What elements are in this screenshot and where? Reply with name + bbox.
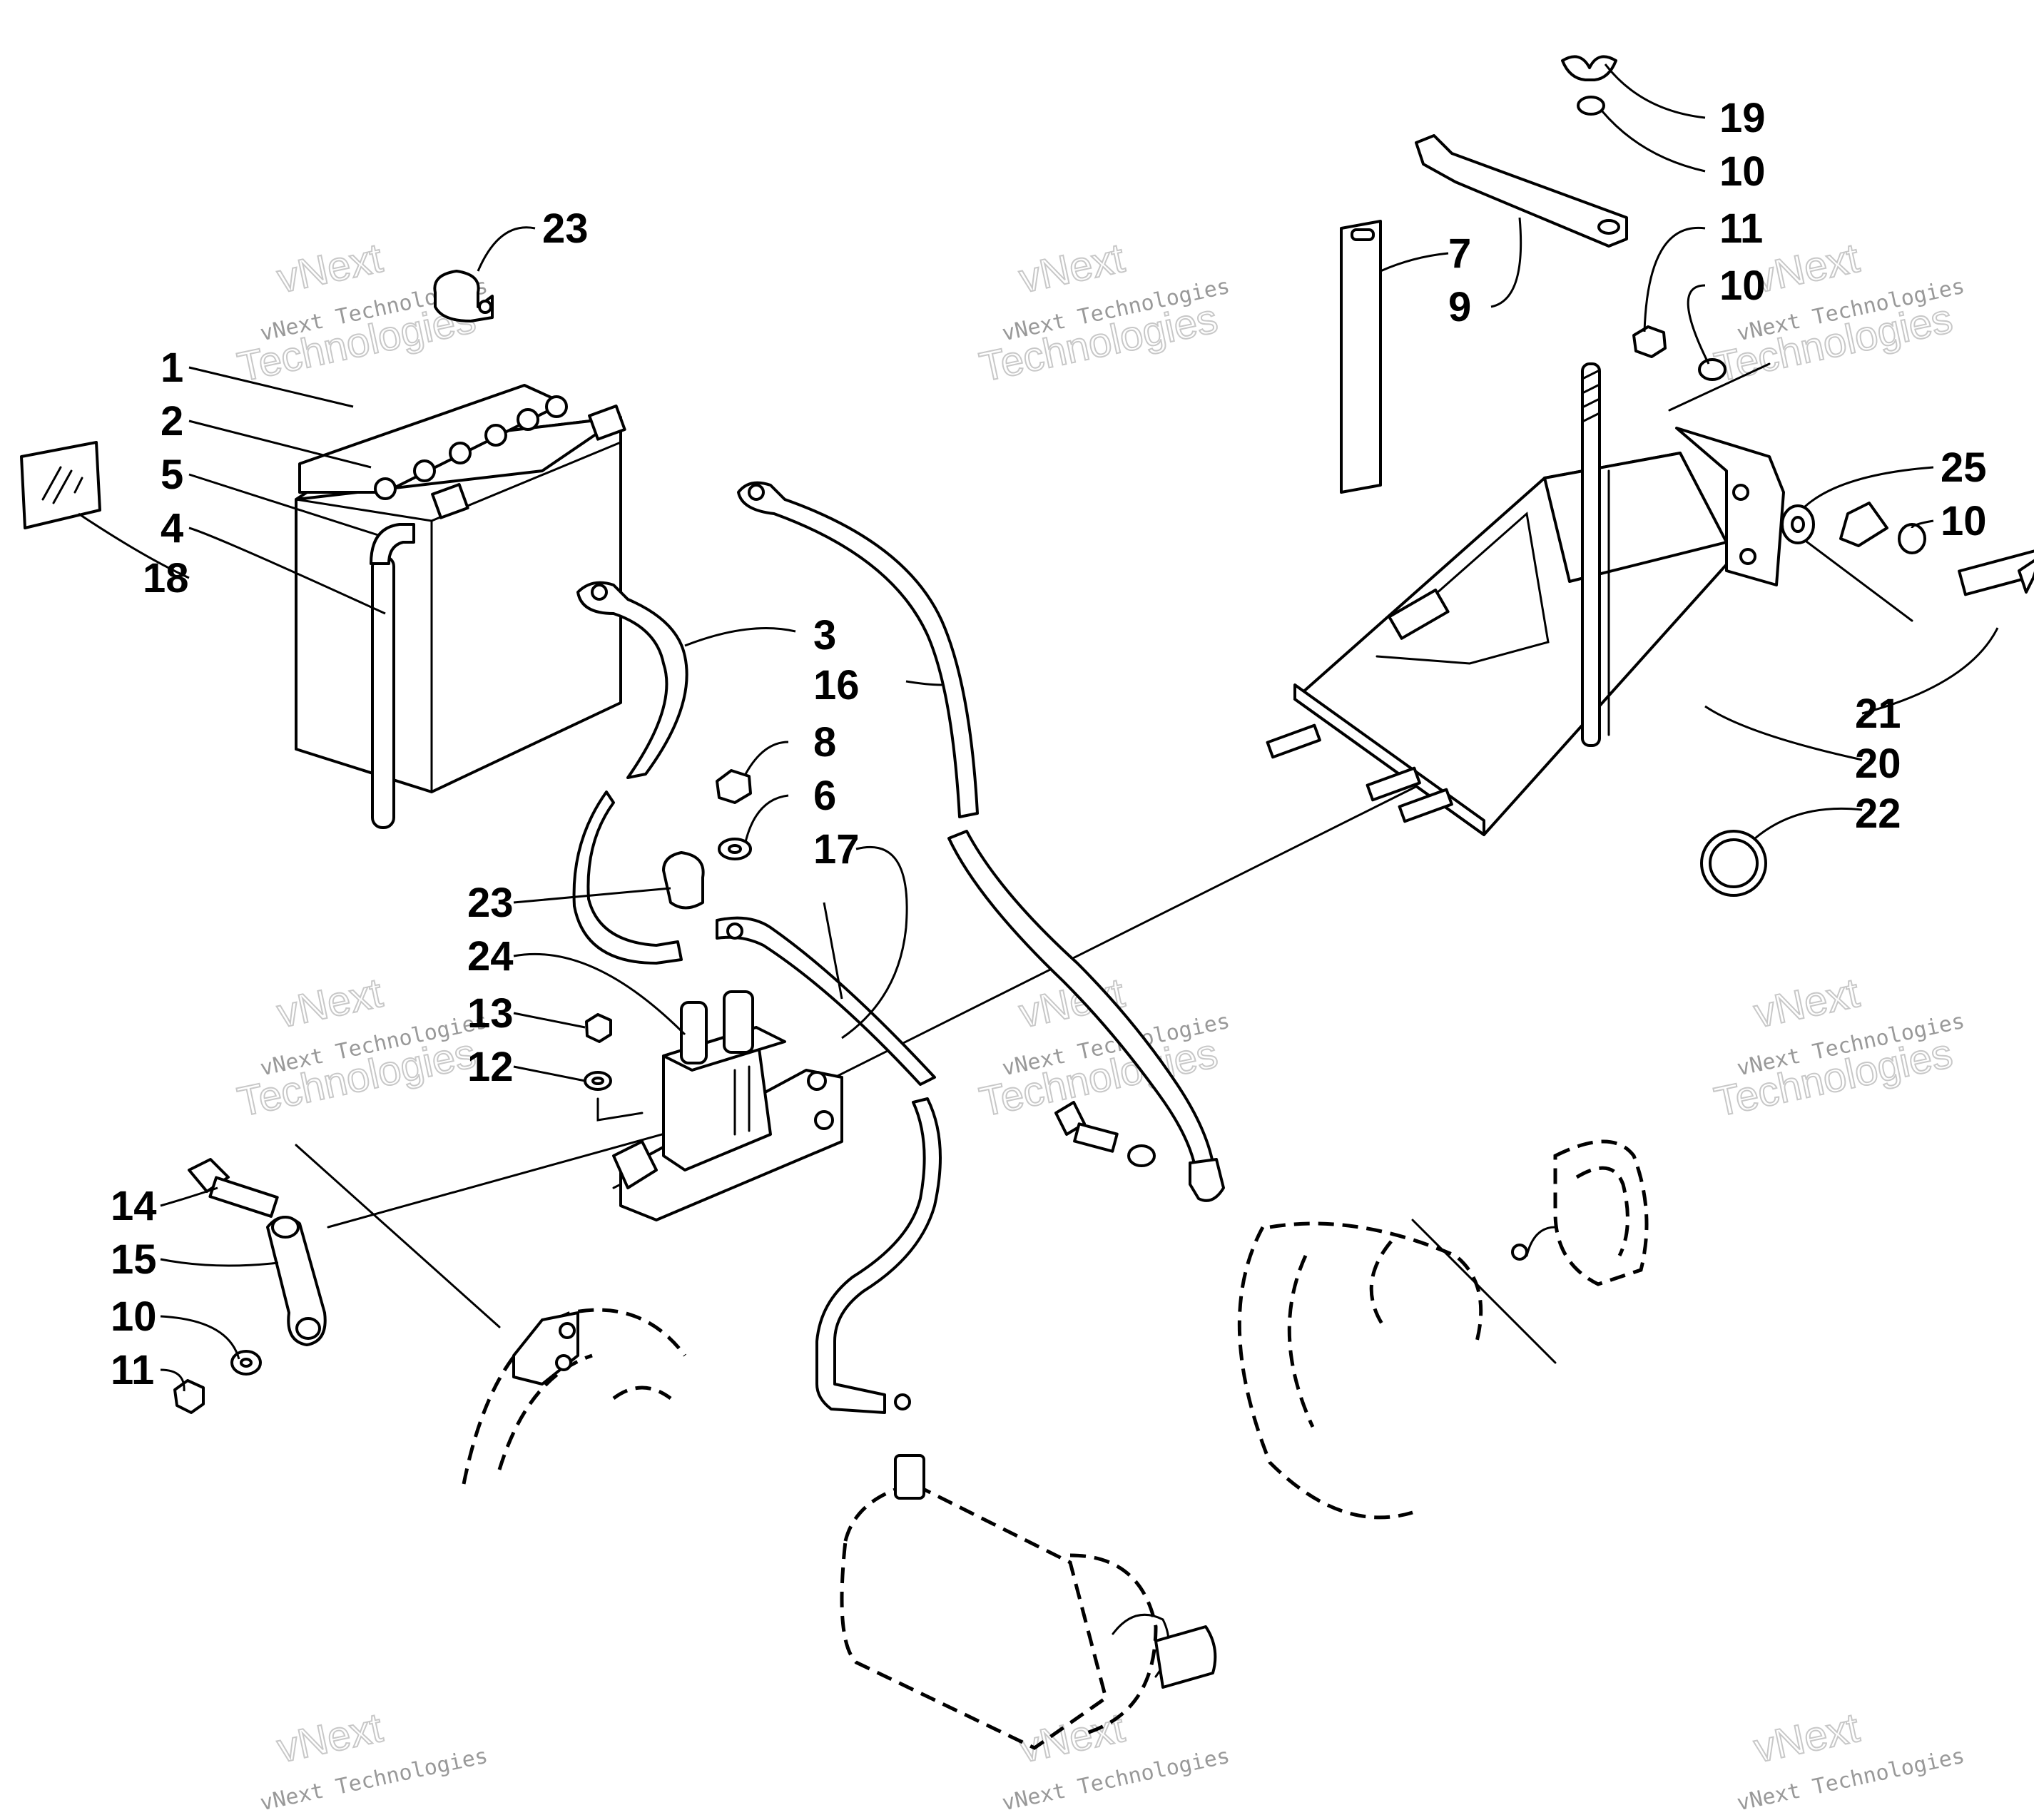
starter-solenoid [612, 990, 843, 1221]
solenoid-starter-cable [716, 916, 942, 1414]
leader-lines [78, 63, 1999, 1392]
vent-tube [370, 523, 415, 829]
callout-13: 13 [467, 990, 514, 1037]
bolt-14 [188, 1158, 279, 1218]
starter-mount-bolt [1054, 1101, 1156, 1167]
svg-text:vNext: vNext [1750, 1704, 1863, 1771]
callout-23-top: 23 [542, 205, 589, 252]
callout-11-right: 11 [1719, 205, 1763, 252]
callout-19: 19 [1719, 95, 1766, 141]
starter-cable [737, 481, 1225, 1202]
callout-21: 21 [1855, 691, 1901, 737]
callout-10-left: 10 [111, 1293, 157, 1340]
callout-10-far-right: 10 [1941, 498, 1987, 544]
svg-text:vNext: vNext [1015, 1704, 1129, 1771]
strap-7 [1340, 220, 1382, 494]
washer-10-top [1577, 96, 1605, 116]
callout-9: 9 [1448, 284, 1471, 330]
callout-labels: 23 1 2 5 4 18 3 16 8 6 17 23 24 13 12 14… [111, 95, 1987, 1393]
watermark: vNext vNext Technologies Technologies [233, 969, 490, 1127]
svg-text:vNext: vNext [273, 970, 387, 1037]
callout-24: 24 [467, 933, 514, 980]
callout-16: 16 [813, 662, 860, 708]
caution-decal [20, 441, 101, 529]
terminal-cap-bottom [662, 851, 705, 910]
nut-and-washer-8-6 [716, 769, 752, 860]
svg-text:vNext: vNext [1015, 235, 1129, 302]
watermark: vNext vNext Technologies [1734, 1704, 1966, 1816]
bolt-21 [1958, 547, 2034, 596]
callout-25: 25 [1941, 444, 1987, 491]
watermark: vNext vNext Technologies Technologies [975, 969, 1232, 1127]
callout-4: 4 [161, 505, 183, 551]
battery [295, 384, 626, 793]
battery-box [1266, 427, 1785, 836]
nut-11-left [173, 1379, 205, 1414]
watermark: vNext vNext Technologies [258, 1704, 489, 1816]
callout-22: 22 [1855, 790, 1901, 837]
callout-14: 14 [111, 1183, 157, 1229]
callout-20: 20 [1855, 741, 1901, 787]
callout-11-left: 11 [111, 1347, 154, 1393]
callout-12: 12 [467, 1044, 514, 1090]
callout-10-right: 10 [1719, 263, 1766, 309]
svg-text:vNext: vNext [273, 235, 387, 302]
nut-and-washer-13-12 [584, 1013, 644, 1122]
terminal-cap-top [433, 270, 494, 322]
svg-text:vNext: vNext [1750, 235, 1863, 302]
callout-2: 2 [161, 398, 183, 444]
callout-15: 15 [111, 1236, 157, 1283]
clamp-22 [1700, 830, 1767, 897]
watermark: vNext vNext Technologies [1000, 1704, 1231, 1816]
wing-nut-19 [1561, 55, 1617, 81]
battery-cable [572, 581, 688, 965]
callout-6: 6 [813, 773, 836, 819]
flywheel-housing [1237, 1139, 1649, 1520]
callout-8: 8 [813, 719, 836, 766]
hold-down-rod [1581, 362, 1601, 747]
hold-down-bracket-9 [1415, 134, 1628, 248]
washer-10-right-top [1698, 358, 1727, 381]
callout-1: 1 [161, 345, 183, 391]
washer-10-left [230, 1350, 262, 1376]
svg-text:vNext: vNext [1750, 970, 1863, 1037]
callout-10-top: 10 [1719, 148, 1766, 195]
watermark: vNext vNext Technologies Technologies [975, 234, 1232, 392]
washer-10-right [1898, 523, 1926, 554]
nut-11-right [1632, 325, 1667, 358]
grommet-25 [1781, 504, 1815, 544]
clip [1839, 502, 1888, 547]
callout-7: 7 [1448, 230, 1471, 277]
callout-5: 5 [161, 452, 183, 498]
callout-23-bottom: 23 [467, 880, 514, 926]
svg-text:vNext: vNext [273, 1704, 387, 1771]
starter-motor [840, 1454, 1217, 1750]
engine-housing-left [462, 1308, 686, 1485]
bracket-15 [266, 1216, 327, 1346]
callout-17: 17 [813, 826, 860, 873]
callout-3: 3 [813, 612, 836, 659]
callout-18: 18 [143, 555, 189, 601]
watermark: vNext vNext Technologies Technologies [1710, 969, 1967, 1127]
